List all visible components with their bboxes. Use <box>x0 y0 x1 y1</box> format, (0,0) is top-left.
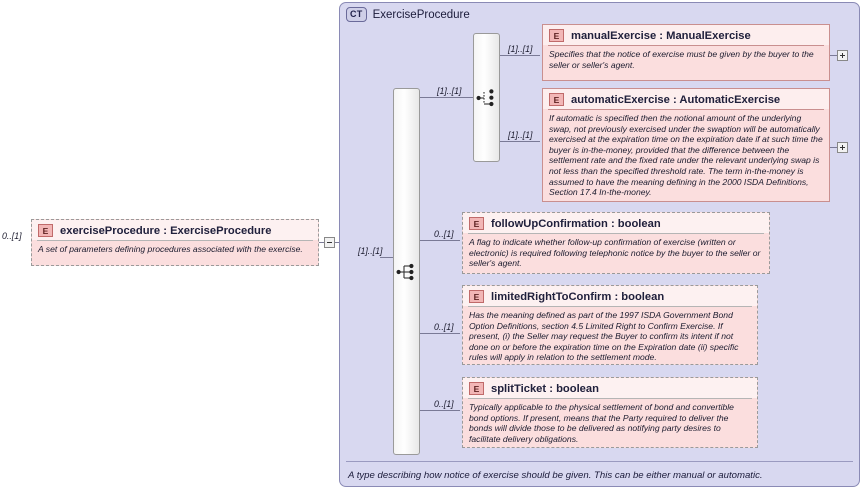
connector-into-sequence <box>380 257 393 258</box>
divider <box>548 45 824 46</box>
element-documentation: Specifies that the notice of exercise mu… <box>549 49 814 70</box>
element-header: E splitTicket : boolean <box>463 378 757 398</box>
element-documentation: Has the meaning defined as part of the 1… <box>469 310 739 363</box>
cardinality-root: 0..[1] <box>2 231 22 241</box>
divider <box>548 109 824 110</box>
element-type-icon: E <box>469 217 484 230</box>
element-documentation: A flag to indicate whether follow-up con… <box>469 237 761 269</box>
complex-type-title: ExerciseProcedure <box>372 8 470 21</box>
element-header: E manualExercise : ManualExercise <box>543 25 829 45</box>
element-title: splitTicket : boolean <box>491 382 599 395</box>
divider <box>468 398 752 399</box>
element-documentation: If automatic is specified then the notio… <box>549 113 823 198</box>
element-header: E followUpConfirmation : boolean <box>463 213 769 233</box>
element-type-icon: E <box>469 290 484 303</box>
element-limitedRightToConfirm[interactable]: E limitedRightToConfirm : boolean Has th… <box>462 285 758 365</box>
element-title: manualExercise : ManualExercise <box>571 29 751 42</box>
sequence-compositor[interactable] <box>393 88 420 455</box>
element-automaticExercise[interactable]: E automaticExercise : AutomaticExercise … <box>542 88 830 202</box>
element-title: automaticExercise : AutomaticExercise <box>571 93 781 106</box>
cardinality-manualExercise: [1]..[1] <box>508 44 533 54</box>
cardinality-followUpConfirmation: 0..[1] <box>434 229 454 239</box>
collapse-toggle-root[interactable] <box>324 237 335 248</box>
element-type-icon: E <box>38 224 53 237</box>
element-manualExercise[interactable]: E manualExercise : ManualExercise Specif… <box>542 24 830 81</box>
element-title: followUpConfirmation : boolean <box>491 217 661 230</box>
footer-divider <box>346 461 853 462</box>
connector-manual-to-expand <box>830 55 837 56</box>
expand-toggle-automaticExercise[interactable] <box>837 142 848 153</box>
element-followUpConfirmation[interactable]: E followUpConfirmation : boolean A flag … <box>462 212 770 274</box>
element-documentation: A set of parameters defining procedures … <box>38 244 303 254</box>
connector-sequence-to-followup <box>420 240 460 241</box>
divider <box>468 306 752 307</box>
element-header: E limitedRightToConfirm : boolean <box>463 286 757 306</box>
complex-type-icon: CT <box>346 7 367 22</box>
expand-toggle-manualExercise[interactable] <box>837 50 848 61</box>
element-type-icon: E <box>469 382 484 395</box>
cardinality-choice: [1]..[1] <box>437 86 462 96</box>
element-splitTicket[interactable]: E splitTicket : boolean Typically applic… <box>462 377 758 448</box>
complex-type-documentation: A type describing how notice of exercise… <box>348 470 763 481</box>
connector-sequence-to-limitedright <box>420 333 460 334</box>
element-title: exerciseProcedure : ExerciseProcedure <box>60 224 272 237</box>
cardinality-sequence: [1]..[1] <box>358 246 383 256</box>
connector-automatic-to-expand <box>830 147 837 148</box>
divider <box>37 240 313 241</box>
cardinality-splitTicket: 0..[1] <box>434 399 454 409</box>
connector-choice-to-manual <box>500 55 540 56</box>
complex-type-header: CT ExerciseProcedure <box>346 7 470 22</box>
element-type-icon: E <box>549 93 564 106</box>
choice-compositor[interactable] <box>473 33 500 162</box>
connector-choice-to-automatic <box>500 141 540 142</box>
cardinality-automaticExercise: [1]..[1] <box>508 130 533 140</box>
element-exerciseProcedure[interactable]: E exerciseProcedure : ExerciseProcedure … <box>31 219 319 266</box>
connector-sequence-to-splitticket <box>420 410 460 411</box>
element-type-icon: E <box>549 29 564 42</box>
divider <box>468 233 764 234</box>
choice-icon <box>476 88 493 106</box>
element-header: E automaticExercise : AutomaticExercise <box>543 89 829 109</box>
cardinality-limitedRightToConfirm: 0..[1] <box>434 322 454 332</box>
element-header: E exerciseProcedure : ExerciseProcedure <box>32 220 318 240</box>
connector-sequence-to-choice <box>420 97 475 98</box>
connector-root-to-toggle <box>319 242 324 243</box>
element-documentation: Typically applicable to the physical set… <box>469 402 734 444</box>
sequence-icon <box>396 263 413 280</box>
element-title: limitedRightToConfirm : boolean <box>491 290 665 303</box>
